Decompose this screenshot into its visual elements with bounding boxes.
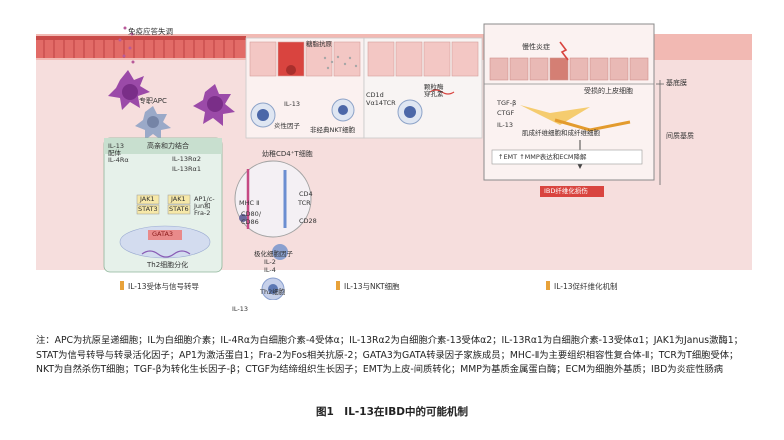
label-il4: IL-4 xyxy=(264,266,276,274)
label-il13ra1: IL-13Rα1 xyxy=(172,165,201,173)
label-ctgf: CTGF xyxy=(497,109,515,117)
label-jak1-a: JAK1 xyxy=(140,195,155,203)
label-va14tcr: Vα14TCR xyxy=(366,99,396,107)
legend-item-receptor: IL-13受体与信号转导 xyxy=(120,281,199,292)
label-stat3: STAT3 xyxy=(138,205,158,213)
figure-caption: 图1 IL-13在IBD中的可能机制 xyxy=(316,406,468,418)
label-cd28: CD28 xyxy=(299,217,317,225)
label-il13-secreted: IL-13 xyxy=(232,305,249,313)
epithelial-cells xyxy=(36,36,246,58)
label-chronic-inflammation: 慢性炎症 xyxy=(522,43,550,51)
label-immune-dysregulation: 免疫应答失调 xyxy=(128,27,173,36)
label-jak1-b: JAK1 xyxy=(171,195,186,203)
label-nonclassical-nkt: 非经典NKT细胞 xyxy=(310,126,356,134)
label-naive-cd4: 幼稚CD4⁺T细胞 xyxy=(262,150,313,158)
label-prof-apc: 专职APC xyxy=(139,97,167,105)
label-fibroblasts: 肌成纤维细胞和成纤维细胞 xyxy=(522,129,600,137)
legend-swatch xyxy=(546,281,550,290)
label-il13-nkt: IL-13 xyxy=(284,100,301,108)
label-stat6: STAT6 xyxy=(169,205,189,213)
label-glycolipid: 糖脂抗原 xyxy=(306,40,332,48)
label-gata3: GATA3 xyxy=(152,230,174,238)
apc-cells xyxy=(108,70,235,140)
mechanism-diagram xyxy=(36,23,752,300)
label-cd1d: CD1d xyxy=(366,91,384,99)
label-il13ra2: IL-13Rα2 xyxy=(172,155,201,163)
label-polarizing: 极化细胞因子 xyxy=(254,250,293,258)
legend-label: IL-13受体与信号转导 xyxy=(128,282,200,291)
label-il2: IL-2 xyxy=(264,258,276,266)
cd4-activation-circle xyxy=(234,160,312,238)
label-ap1: AP1/c- Jun和 Fra-2 xyxy=(194,195,215,217)
emt-box xyxy=(491,149,643,165)
lightning-icon xyxy=(559,41,569,61)
label-tgfb: TGF-β xyxy=(497,99,517,107)
label-emt: ↑EMT ↑MMP表达和ECM降解 xyxy=(498,153,587,161)
antigen-dots xyxy=(118,26,135,64)
label-il13-fib: IL-13 xyxy=(497,121,514,129)
legend-item-nkt: IL-13与NKT细胞 xyxy=(336,281,400,292)
label-high-affinity: 高亲和力结合 xyxy=(147,142,189,150)
label-damaged-epithelium: 受损的上皮细胞 xyxy=(584,87,633,95)
label-il13-receptor: IL-13 配体 IL-4Rα xyxy=(108,142,129,164)
label-interstitial: 间质基质 xyxy=(666,132,694,140)
label-cd4: CD4 xyxy=(299,190,313,198)
label-granzyme: 颗粒酶 穿孔素 xyxy=(424,83,444,98)
label-inflammatory: 炎性因子 xyxy=(274,122,300,130)
label-basement-membrane: 基底膜 xyxy=(666,79,687,87)
label-mhc2: MHC Ⅱ xyxy=(239,199,260,207)
label-ibd-fibrosis: IBD纤维化损伤 xyxy=(544,187,588,195)
legend-swatch xyxy=(120,281,124,290)
label-th2-diff: Th2细胞分化 xyxy=(147,261,189,269)
label-tcr-a: TCR xyxy=(298,199,311,207)
label-cd86: CD86 xyxy=(241,218,259,226)
label-th2-cell: Th2细胞 xyxy=(260,288,286,296)
label-cd80: CD80/ xyxy=(241,210,262,218)
figure-notes: 注：APC为抗原呈递细胞；IL为白细胞介素；IL-4Rα为白细胞介素-4受体α；… xyxy=(36,335,743,376)
legend-item-fibrosis: IL-13促纤维化机制 xyxy=(546,281,618,292)
legend-swatch xyxy=(336,281,340,290)
ibd-fibrosis-box xyxy=(540,186,604,197)
legend-label: IL-13促纤维化机制 xyxy=(554,282,618,291)
legend-label: IL-13与NKT细胞 xyxy=(344,282,400,291)
